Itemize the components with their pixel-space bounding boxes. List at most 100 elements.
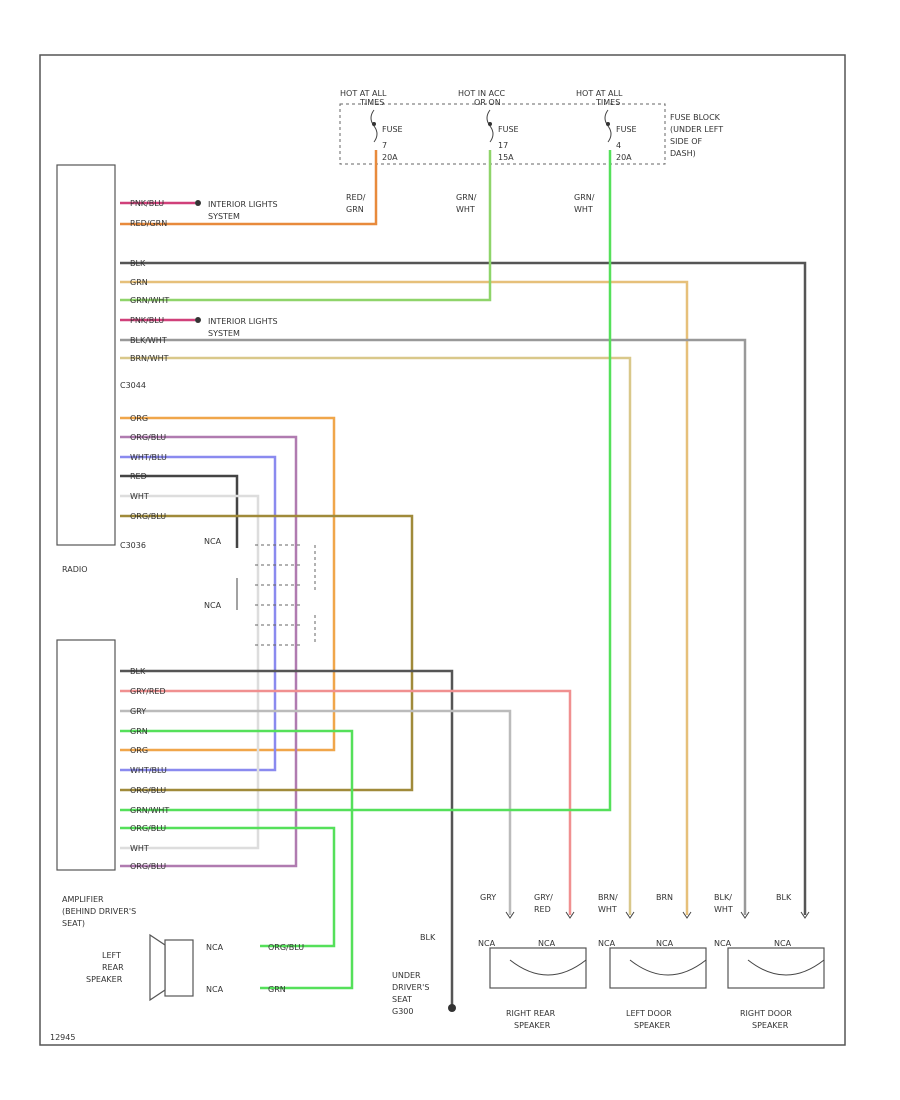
speaker-right-door: BLK/ WHT BLK NCA NCA RIGHT DOOR SPEAKER	[714, 893, 825, 1030]
svg-text:7: 7	[382, 141, 387, 150]
fuse-block-label-3: SIDE OF	[670, 137, 702, 146]
svg-text:RIGHT DOOR: RIGHT DOOR	[740, 1009, 792, 1018]
wire-blk-wht	[120, 338, 747, 915]
wire-org-blu-2	[120, 514, 414, 792]
svg-text:BRN: BRN	[656, 893, 673, 902]
fuse1-hot-label: HOT AT ALL	[340, 89, 387, 98]
fuse-4: FUSE 4 20A	[604, 109, 637, 162]
ground-g300: BLK UNDER DRIVER'S SEAT G300	[392, 933, 436, 1016]
fuse-7: FUSE 7 20A	[370, 109, 403, 162]
svg-text:SEAT: SEAT	[392, 995, 412, 1004]
interior-lights-2b: SYSTEM	[208, 329, 240, 338]
radio-wire-1: PNK/BLU	[130, 199, 164, 208]
svg-text:NCA: NCA	[774, 939, 792, 948]
fuse-block-label-4: DASH)	[670, 149, 696, 158]
amp-wire-9: ORG/BLU	[130, 824, 166, 833]
fuse-block: HOT AT ALL TIMES HOT IN ACC OR ON HOT AT…	[339, 89, 723, 165]
wire-grn-wht-1	[120, 150, 492, 302]
radio-wire-8: BRN/WHT	[130, 354, 169, 363]
wire-gry	[120, 709, 512, 915]
radio-wire-6: PNK/BLU	[130, 316, 164, 325]
wire-label-grn-wht-1: GRN/	[456, 193, 477, 202]
amp-wire-2: GRY/RED	[130, 687, 166, 696]
radio-wire-7: BLK/WHT	[130, 336, 167, 345]
wire-blk-2	[120, 669, 454, 1006]
speaker-arrows	[505, 911, 810, 919]
amp-wire-10: WHT	[130, 844, 149, 853]
amp-wire-1: BLK	[130, 667, 146, 676]
wire-org-blu-3	[120, 826, 336, 948]
wire-org-blu-1	[120, 435, 298, 868]
amplifier-label-3: SEAT)	[62, 919, 85, 928]
amp-wire-5: ORG	[130, 746, 148, 755]
svg-text:NCA: NCA	[598, 939, 616, 948]
wire-blk-1	[120, 261, 807, 915]
svg-text:SPEAKER: SPEAKER	[86, 975, 123, 984]
wire-red-grn	[120, 150, 378, 226]
diagram-frame	[39, 54, 846, 1046]
wires	[120, 150, 807, 1012]
fuse2-hot-label: HOT IN ACC	[458, 89, 506, 98]
svg-text:LEFT DOOR: LEFT DOOR	[626, 1009, 672, 1018]
nca-label-b: NCA	[204, 601, 222, 610]
interior-lights-1: INTERIOR LIGHTS	[208, 200, 278, 209]
amp-wire-3: GRY	[130, 707, 146, 716]
svg-text:FUSE: FUSE	[382, 125, 403, 134]
wire-label-red-grn-1: RED/	[346, 193, 366, 202]
svg-text:NCA: NCA	[656, 939, 674, 948]
svg-text:20A: 20A	[382, 153, 398, 162]
svg-text:20A: 20A	[616, 153, 632, 162]
svg-text:17: 17	[498, 141, 508, 150]
radio-wire-11: WHT/BLU	[130, 453, 167, 462]
svg-text:4: 4	[616, 141, 621, 150]
svg-text:LEFT: LEFT	[102, 951, 121, 960]
amplifier-label-1: AMPLIFIER	[62, 895, 104, 904]
radio-wire-3: BLK	[130, 259, 146, 268]
connector-c3036: C3036	[120, 541, 146, 550]
left-rear-speaker: LEFT REAR SPEAKER NCA NCA ORG/BLU GRN	[86, 933, 304, 1002]
svg-text:DRIVER'S: DRIVER'S	[392, 983, 429, 992]
svg-text:BLK: BLK	[420, 933, 436, 942]
svg-text:BLK/: BLK/	[714, 893, 732, 902]
svg-text:WHT: WHT	[714, 905, 733, 914]
svg-text:NCA: NCA	[538, 939, 556, 948]
amp-wire-6: WHT/BLU	[130, 766, 167, 775]
svg-text:15A: 15A	[498, 153, 514, 162]
wire-label-grn-wht-4: WHT	[574, 205, 593, 214]
wire-gry-red	[120, 689, 572, 915]
svg-text:SPEAKER: SPEAKER	[634, 1021, 671, 1030]
svg-text:GRY: GRY	[480, 893, 496, 902]
svg-text:SPEAKER: SPEAKER	[752, 1021, 789, 1030]
svg-text:SPEAKER: SPEAKER	[514, 1021, 551, 1030]
figure-code: 12945	[50, 1033, 75, 1042]
fuse1-times-label: TIMES	[359, 98, 384, 107]
radio-wire-5: GRN/WHT	[130, 296, 169, 305]
amp-wire-11: ORG/BLU	[130, 862, 166, 871]
amp-wire-8: GRN/WHT	[130, 806, 169, 815]
connector-c3044: C3044	[120, 381, 146, 390]
radio-wire-12: RED	[130, 472, 147, 481]
wire-label-grn-wht-2: WHT	[456, 205, 475, 214]
radio-wire-9: ORG	[130, 414, 148, 423]
interior-lights-1b: SYSTEM	[208, 212, 240, 221]
radio-wire-4: GRN	[130, 278, 148, 287]
radio-wire-14: ORG/BLU	[130, 512, 166, 521]
svg-text:REAR: REAR	[102, 963, 124, 972]
amp-wire-4: GRN	[130, 727, 148, 736]
wire-grn-wht-2	[120, 150, 612, 812]
interior-lights-2: INTERIOR LIGHTS	[208, 317, 278, 326]
wire-wht-blu	[120, 455, 277, 772]
fuse3-hot-label: HOT AT ALL	[576, 89, 623, 98]
amp-wire-7: ORG/BLU	[130, 786, 166, 795]
svg-text:RED: RED	[534, 905, 551, 914]
svg-text:G300: G300	[392, 1007, 413, 1016]
amplifier: BLK GRY/RED GRY GRN ORG WHT/BLU ORG/BLU …	[56, 639, 169, 928]
fuse3-times-label: TIMES	[595, 98, 620, 107]
svg-text:WHT: WHT	[598, 905, 617, 914]
radio: PNK/BLU RED/GRN BLK GRN GRN/WHT PNK/BLU …	[56, 164, 278, 574]
svg-text:BLK: BLK	[776, 893, 792, 902]
wire-grn	[120, 280, 689, 915]
svg-text:NCA: NCA	[714, 939, 732, 948]
fuse2-times-label: OR ON	[474, 98, 501, 107]
